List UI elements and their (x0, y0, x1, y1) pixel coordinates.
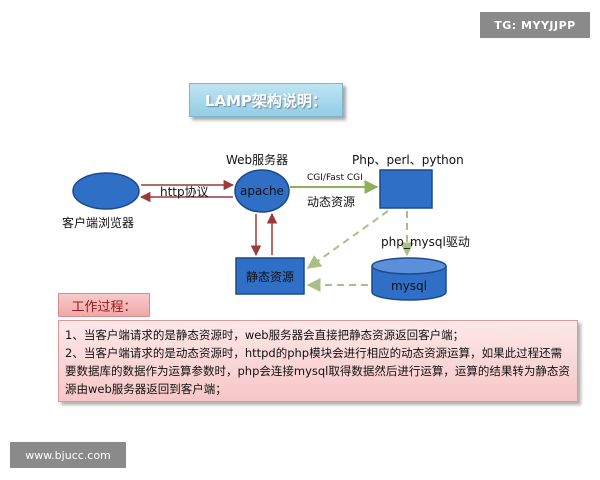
php-mysql-caption: php_mysql驱动 (381, 235, 470, 249)
process-title: 工作过程： (58, 293, 150, 317)
static-label: 静态资源 (245, 269, 294, 284)
process-step-1: 1、当客户端请求的是静态资源时，web服务器会直接把静态资源返回客户端； (65, 328, 465, 342)
mysql-label: mysql (391, 279, 427, 293)
web-server-caption: Web服务器 (226, 153, 289, 167)
browser-node (72, 172, 140, 210)
php-node (379, 169, 433, 209)
dynamic-caption: 动态资源 (307, 195, 356, 209)
process-step-2: 2、当客户端请求的是动态资源时，httpd的php模块会进行相应的动态资源运算，… (65, 346, 570, 396)
dynamic-to-static-arrow (306, 210, 389, 269)
cgi-caption: CGI/Fast CGI (307, 173, 363, 183)
diagram-title: LAMP架构说明： (189, 83, 343, 117)
http-caption: http协议 (160, 185, 209, 199)
watermark-bottom: www.bjucc.com (10, 442, 126, 468)
mysql-node (371, 257, 447, 301)
static-node (235, 257, 305, 295)
browser-caption: 客户端浏览器 (62, 216, 135, 230)
php-group-caption: Php、perl、python (352, 153, 464, 167)
apache-node (234, 169, 290, 213)
watermark-top: TG: MYYJJPP (480, 12, 590, 38)
process-description: 1、当客户端请求的是静态资源时，web服务器会直接把静态资源返回客户端； 2、当… (58, 320, 578, 402)
apache-label: apache (240, 184, 284, 198)
